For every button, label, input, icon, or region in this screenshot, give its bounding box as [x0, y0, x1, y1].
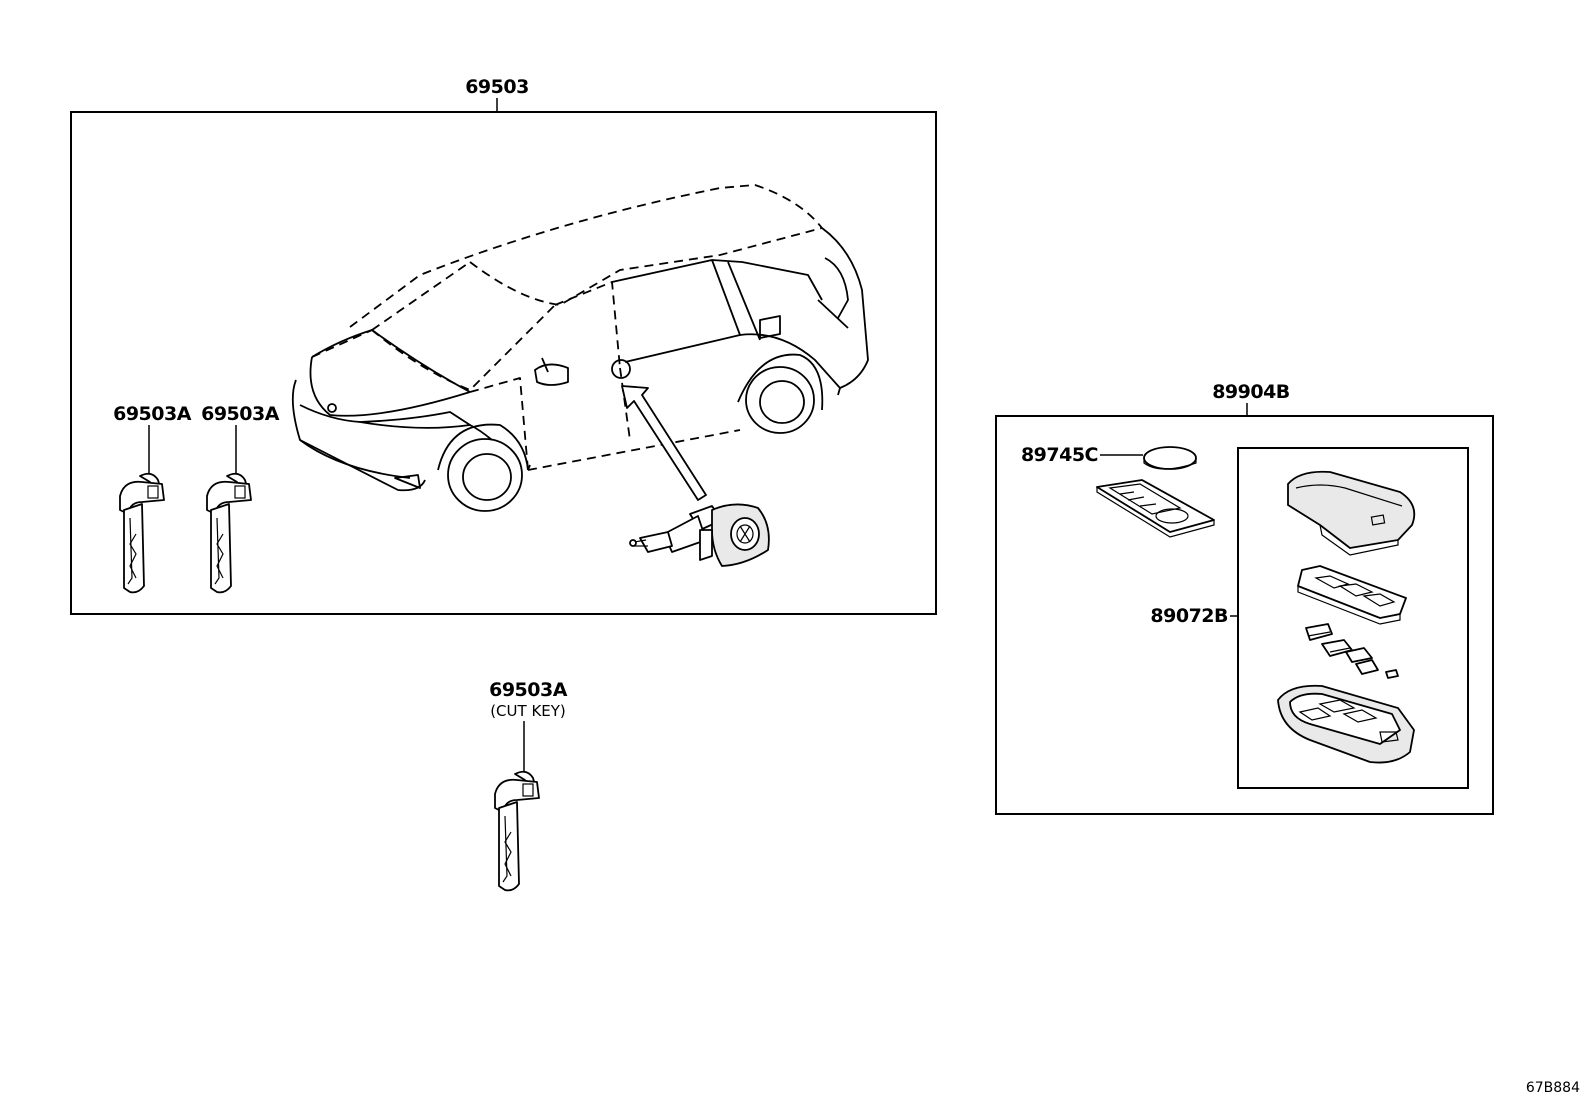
lock-cylinder-set-group: 69503	[70, 76, 937, 615]
part-label-89072b[interactable]: 89072B	[1150, 605, 1228, 627]
door-lock-cylinder-icon	[629, 503, 770, 567]
part-label-69503a-left[interactable]: 69503A	[113, 403, 192, 425]
cut-key-group: 69503A (CUT KEY)	[489, 679, 568, 892]
clip-parts-icon	[1305, 623, 1399, 679]
group-box-89072b	[1237, 447, 1469, 789]
key-blade-icon	[206, 472, 252, 594]
smart-key-case-icon	[1287, 470, 1416, 556]
part-label-69503a-middle[interactable]: 69503A	[201, 403, 280, 425]
part-note-cut-key: (CUT KEY)	[490, 702, 566, 720]
transmitter-assy-group: 89904B 89745C 89072B	[995, 381, 1494, 815]
part-label-89904b[interactable]: 89904B	[1212, 381, 1290, 403]
part-label-89745c[interactable]: 89745C	[1021, 444, 1099, 466]
keypad-icon	[1297, 565, 1407, 625]
key-blade-icon	[119, 472, 165, 594]
part-label-69503a-cut-key[interactable]: 69503A	[489, 679, 568, 701]
part-label-69503[interactable]: 69503	[465, 76, 529, 98]
smart-key-base-icon	[1277, 684, 1415, 764]
coin-battery-icon	[1143, 446, 1197, 470]
group-box-69503	[70, 111, 937, 615]
group-box-89904b	[995, 415, 1494, 815]
location-arrow	[621, 385, 707, 501]
key-blade-icon	[494, 770, 540, 892]
minivan-outline-icon	[291, 184, 869, 512]
circuit-board-icon	[1096, 479, 1215, 538]
diagram-reference-code: 67B884	[1526, 1080, 1580, 1096]
